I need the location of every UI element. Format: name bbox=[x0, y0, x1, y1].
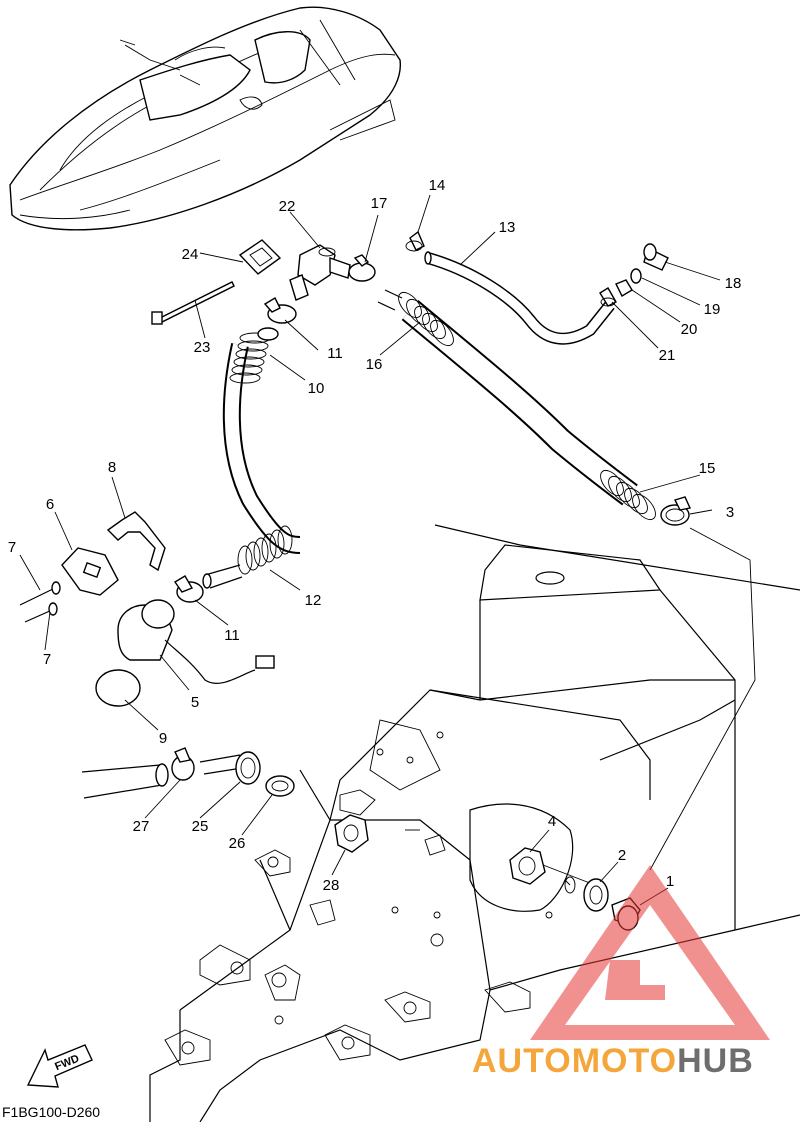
callout-2: 2 bbox=[618, 847, 626, 864]
callout-15: 15 bbox=[699, 460, 716, 477]
callout-labels: 1 2 3 4 5 6 7 7 8 9 10 11 11 12 13 14 15… bbox=[8, 177, 742, 894]
callout-14: 14 bbox=[429, 177, 446, 194]
watermark-auto: AUTO bbox=[472, 1042, 572, 1080]
callout-4: 4 bbox=[548, 813, 556, 830]
callout-24: 24 bbox=[182, 246, 199, 263]
callout-11b: 11 bbox=[224, 627, 240, 644]
callout-7b: 7 bbox=[43, 651, 51, 668]
fwd-arrow: FWD bbox=[26, 1044, 93, 1088]
callout-10: 10 bbox=[308, 380, 325, 397]
callout-17: 17 bbox=[371, 195, 388, 212]
callout-21: 21 bbox=[659, 347, 676, 364]
callout-12: 12 bbox=[305, 592, 322, 609]
callout-9: 9 bbox=[159, 730, 167, 747]
watermark-logo bbox=[530, 865, 770, 1040]
watermark-hub: HUB bbox=[677, 1042, 754, 1080]
callout-6: 6 bbox=[46, 496, 54, 513]
callout-8: 8 bbox=[108, 459, 116, 476]
hull-body bbox=[149, 524, 800, 1122]
callout-5: 5 bbox=[191, 694, 199, 711]
callout-28: 28 bbox=[323, 877, 340, 894]
callout-13: 13 bbox=[499, 219, 516, 236]
callout-11a: 11 bbox=[327, 345, 343, 362]
hoses bbox=[202, 251, 656, 589]
watermark-text: AUTOMOTOHUB bbox=[472, 1042, 754, 1080]
leader-lines bbox=[19, 194, 721, 906]
callout-23: 23 bbox=[194, 339, 211, 356]
callout-20: 20 bbox=[681, 321, 698, 338]
watercraft-illustration bbox=[9, 6, 402, 231]
callout-27: 27 bbox=[133, 818, 150, 835]
callout-25: 25 bbox=[192, 818, 209, 835]
diagram-code: F1BG100-D260 bbox=[2, 1104, 100, 1120]
watermark-triangle-icon bbox=[530, 865, 770, 1040]
callout-19: 19 bbox=[704, 301, 721, 318]
callout-7a: 7 bbox=[8, 539, 16, 556]
callout-26: 26 bbox=[229, 835, 246, 852]
callout-1: 1 bbox=[666, 873, 674, 890]
callout-22: 22 bbox=[279, 198, 296, 215]
callout-18: 18 bbox=[725, 275, 742, 292]
small-parts bbox=[19, 230, 756, 931]
watermark-moto: MOTO bbox=[572, 1042, 677, 1080]
callout-16: 16 bbox=[366, 356, 383, 373]
callout-3: 3 bbox=[726, 504, 734, 521]
